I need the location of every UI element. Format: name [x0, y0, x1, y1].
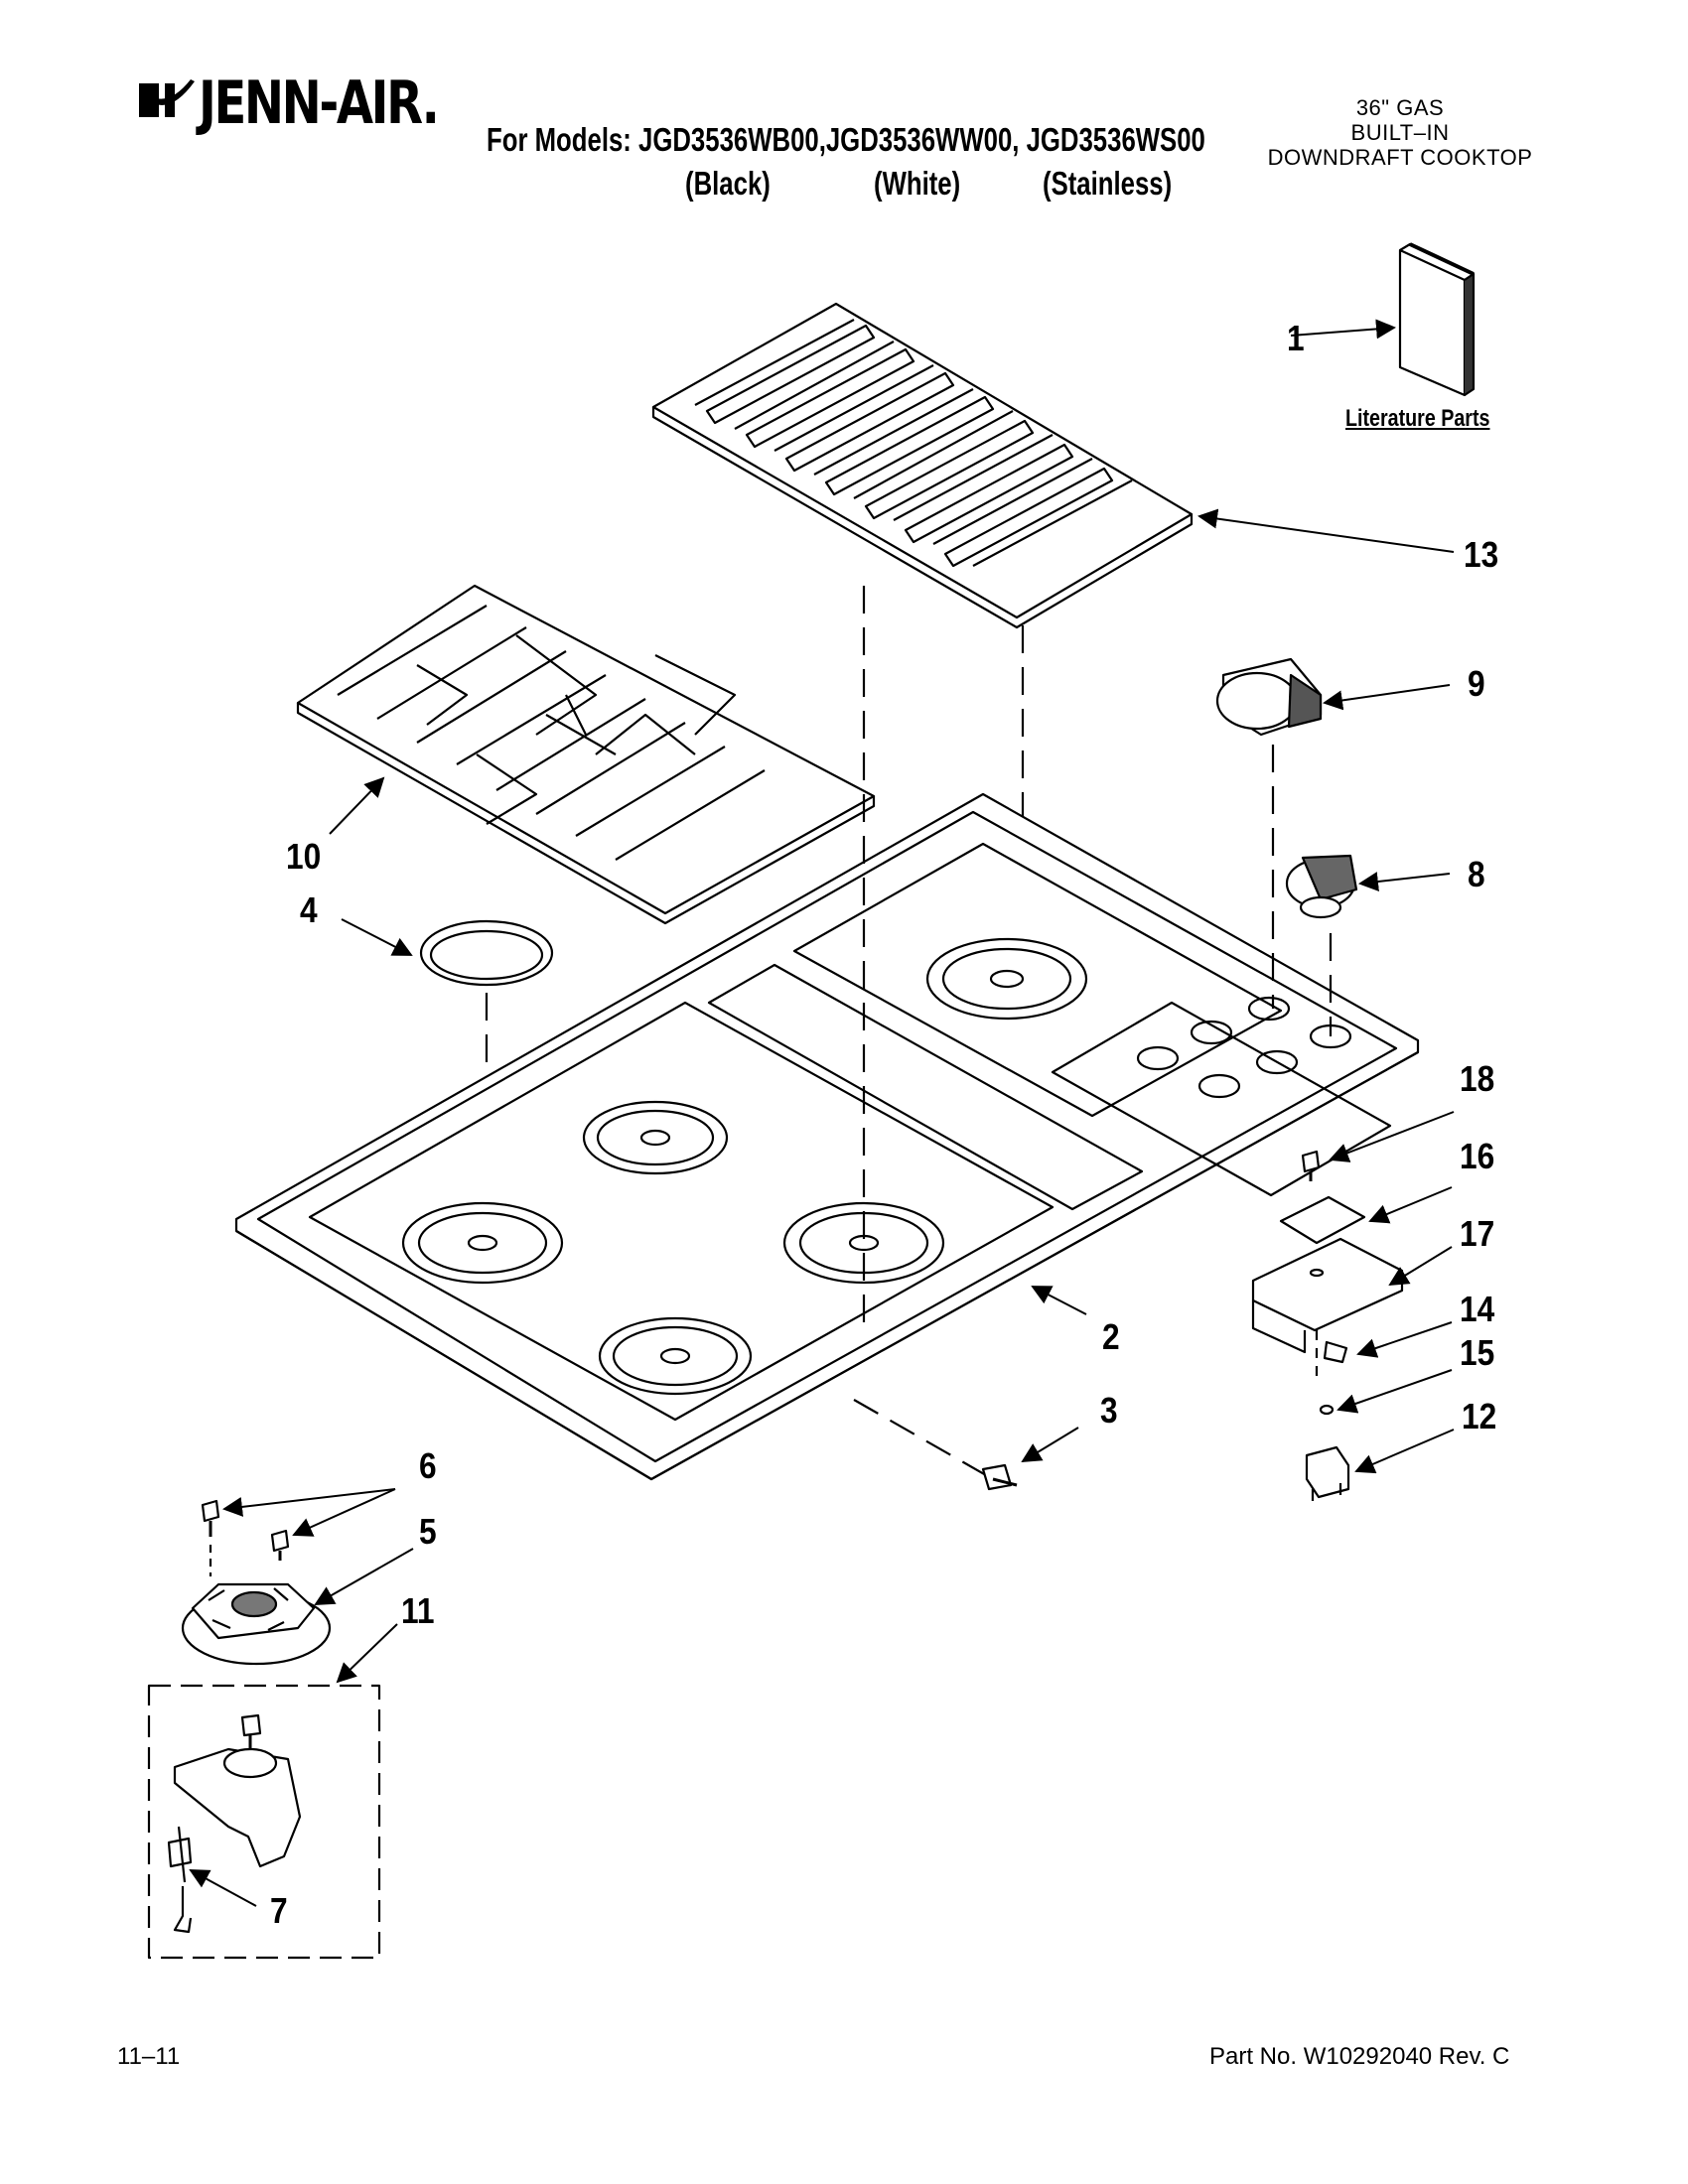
callout-5: 5: [419, 1511, 437, 1552]
valve-assembly: [167, 1713, 302, 1934]
brand-name: JENN-AIR.: [199, 68, 440, 138]
cooktop-body: [234, 792, 1420, 1481]
callout-8: 8: [1468, 854, 1485, 894]
callout-7: 7: [270, 1890, 288, 1931]
callout-14: 14: [1460, 1289, 1495, 1329]
leader-arrows: [189, 319, 1455, 1907]
product-line-2: BUILT–IN: [1350, 120, 1450, 145]
callout-2: 2: [1102, 1316, 1120, 1357]
callout-1: 1: [1287, 318, 1305, 358]
callout-4: 4: [300, 889, 318, 930]
callout-17: 17: [1460, 1213, 1495, 1254]
control-knob-large: [1215, 657, 1323, 737]
screw-6b: [270, 1529, 290, 1561]
color-stainless: (Stainless): [1043, 165, 1173, 202]
product-line-3: DOWNDRAFT COOKTOP: [1267, 145, 1533, 170]
callout-13: 13: [1464, 534, 1499, 575]
callout-15: 15: [1460, 1332, 1495, 1373]
literature-booklet: [1398, 242, 1476, 397]
callout-18: 18: [1460, 1058, 1495, 1099]
burner-base: [181, 1582, 332, 1666]
callout-10: 10: [286, 836, 322, 877]
models-line: For Models: JGD3536WB00,JGD3536WW00, JGD…: [487, 121, 1205, 158]
grate-right-part: [651, 302, 1194, 629]
callout-11: 11: [401, 1590, 435, 1631]
color-white: (White): [874, 165, 961, 202]
valve-assembly-box: [147, 1684, 381, 1960]
dashline-3: [853, 1399, 994, 1480]
callout-3: 3: [1100, 1390, 1118, 1431]
product-description: 36" GAS BUILT–IN DOWNDRAFT COOKTOP: [1231, 95, 1569, 170]
color-black: (Black): [685, 165, 771, 202]
screw-3: [981, 1463, 1018, 1491]
callout-12: 12: [1462, 1396, 1497, 1436]
screw-6a: [201, 1499, 220, 1537]
footer-date: 11–11: [117, 2043, 181, 2070]
literature-parts-label: Literature Parts: [1345, 405, 1490, 432]
brand-logo: JENN-AIR.: [139, 68, 477, 138]
control-knob-small: [1285, 854, 1358, 919]
electrode-bracket-assembly: [1251, 1150, 1404, 1501]
product-line-1: 36" GAS: [1355, 95, 1445, 120]
footer-part-number: Part No. W10292040 Rev. C: [1209, 2043, 1510, 2070]
grate-left-part: [296, 584, 876, 925]
callout-9: 9: [1468, 663, 1485, 704]
burner-cap-ring: [419, 919, 554, 987]
callout-16: 16: [1460, 1136, 1495, 1176]
callout-6: 6: [419, 1445, 437, 1486]
brand-swoosh-icon: [139, 79, 195, 117]
